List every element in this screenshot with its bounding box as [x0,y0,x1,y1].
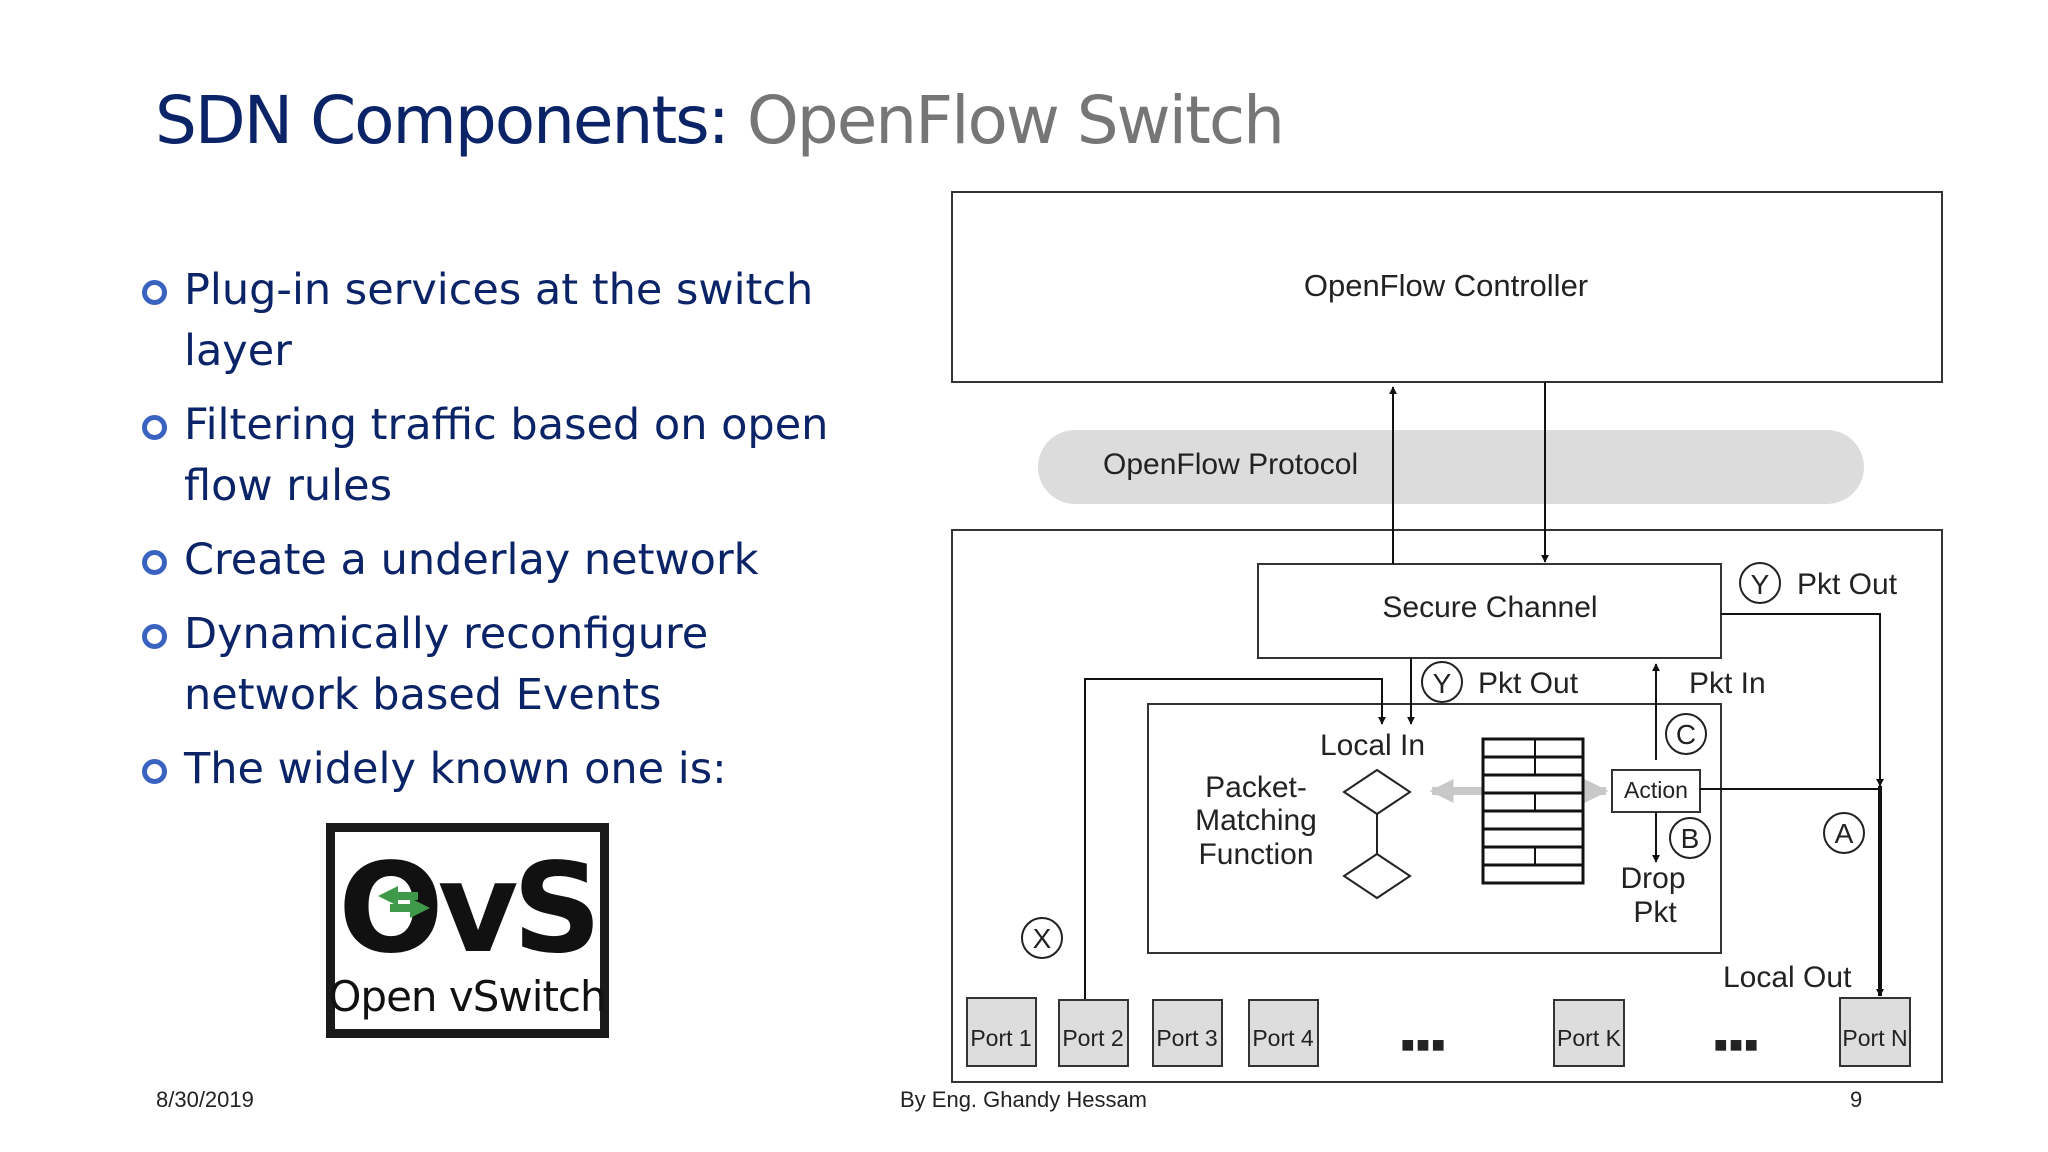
pkt-in-label: Pkt In [1689,667,1766,700]
port-1-label: Port 1 [970,1025,1031,1051]
ports-ellipsis-2: ■■■ [1714,1032,1760,1057]
secure-channel-box [1257,563,1722,659]
marker-x-label: X [1033,923,1052,954]
marker-a-label: A [1835,818,1854,849]
decision-diamond-bottom [1342,852,1412,900]
secure-channel-label: Secure Channel [1382,591,1597,624]
marker-a [1823,812,1865,854]
protocol-label: OpenFlow Protocol [1103,448,1358,481]
ovs-logo-graphic: OvS Open vSwitch [326,823,609,1038]
logo-small-text: Open vSwitch [328,972,605,1021]
port2-to-local-in-line [1084,678,1386,1000]
local-out-label: Local Out [1723,961,1852,994]
matching-line-1: Packet- [1205,771,1307,804]
pkt-out-mid-label: Pkt Out [1478,667,1579,700]
slide-title: SDN Components: OpenFlow Switch [155,88,1285,154]
marker-b [1669,817,1711,859]
bullet-text: Filtering traffic based on open flow rul… [184,400,829,511]
bullet-text: Dynamically reconfigure network based Ev… [184,609,709,720]
port-n-label: Port N [1842,1025,1907,1051]
bullet-item: Create a underlay network [140,530,860,591]
bullet-text: The widely known one is: [184,744,727,794]
protocol-band [1038,430,1864,504]
port-2: Port 2 [1058,999,1129,1067]
bullet-item: Filtering traffic based on open flow rul… [140,395,860,517]
local-in-label: Local In [1320,729,1425,762]
bullet-item: The widely known one is: [140,739,860,800]
drop-line-1: Drop [1620,862,1685,895]
title-sub: OpenFlow Switch [746,82,1285,159]
bullet-icon [142,550,167,575]
port-4: Port 4 [1248,999,1319,1067]
flow-table [1481,737,1585,885]
right-arrow-icon [390,898,430,918]
processing-box [1147,703,1722,954]
port-k: Port K [1553,999,1625,1067]
controller-box [951,191,1943,383]
marker-y-top-label: Y [1751,569,1770,600]
bullet-item: Dynamically reconfigure network based Ev… [140,604,860,726]
marker-b-label: B [1681,823,1700,854]
left-arrow-icon [378,886,418,906]
bullet-icon [142,280,167,305]
bullet-icon [142,415,167,440]
pkt-out-line [1721,613,1884,787]
action-label: Action [1624,777,1688,803]
marker-x [1021,917,1063,959]
ports-ellipsis-1: ■■■ [1401,1032,1447,1057]
matching-line-3: Function [1198,838,1313,871]
bullet-text: Create a underlay network [184,535,759,585]
bullet-text: Plug-in services at the switch layer [184,265,814,376]
marker-y-mid-label: Y [1433,668,1452,699]
port-n: Port N [1839,997,1911,1067]
ovs-logo: OvS Open vSwitch [326,823,609,1038]
switch-box [951,529,1943,1083]
controller-label: OpenFlow Controller [1304,268,1588,303]
marker-y-top [1739,562,1781,604]
port-2-label: Port 2 [1062,1025,1123,1051]
bullet-icon [142,759,167,784]
marker-c [1665,713,1707,755]
bullet-item: Plug-in services at the switch layer [140,260,860,382]
marker-y-mid [1421,661,1463,703]
port-k-label: Port K [1557,1025,1622,1051]
marker-c-label: C [1676,719,1696,750]
pkt-out-top-label: Pkt Out [1797,568,1898,601]
port-3-label: Port 3 [1156,1025,1217,1051]
port-4-label: Port 4 [1252,1025,1314,1051]
bullet-icon [142,624,167,649]
drop-line-2: Pkt [1633,896,1677,929]
port-1: Port 1 [966,997,1037,1067]
logo-big-text: OvS [338,837,596,981]
page-number: 9 [1850,1087,1863,1112]
bullet-list: Plug-in services at the switch layer Fil… [140,260,860,813]
title-main: SDN Components: [155,82,730,159]
footer-author: By Eng. Ghandy Hessam [900,1087,1148,1112]
port-3: Port 3 [1152,999,1223,1067]
footer-date: 8/30/2019 [156,1087,254,1112]
matching-line-2: Matching [1195,804,1317,837]
